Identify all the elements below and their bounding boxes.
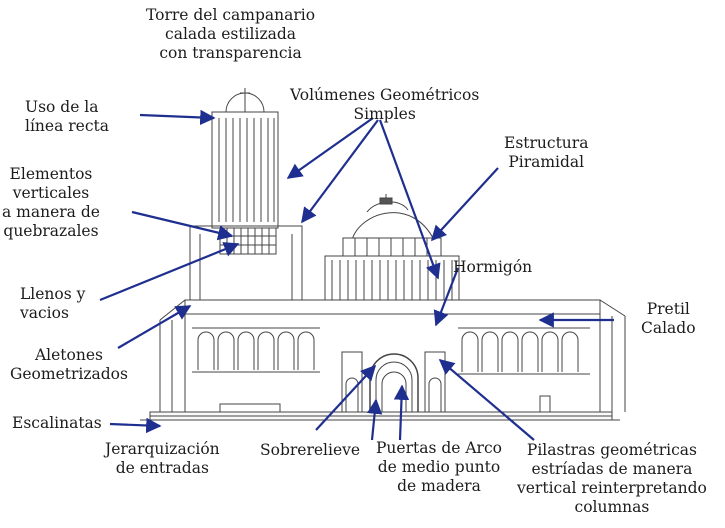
tower-vertical-lines [218,118,275,222]
label-aletones: Aletones Geometrizados [10,346,128,383]
label-jerarquizacion: Jerarquización de entradas [105,440,220,477]
label-sobrerelieve: Sobrerelieve [260,441,361,459]
right-arcade [458,327,590,375]
main-arch-door [369,353,419,412]
label-hormigon: Hormigón [453,258,533,276]
label-linea-recta: Uso de la línea recta [25,98,109,135]
label-elementos: Elementos verticales a manera de quebraz… [2,165,100,240]
label-escalinatas: Escalinatas [12,414,102,432]
dome-columns [354,238,428,256]
left-arcade [192,327,320,373]
label-estructura: Estructura Piramidal [504,134,589,171]
label-torre: Torre del campanario calada estilizada c… [146,6,316,62]
building-outline [140,88,626,421]
annotation-arrows [99,109,614,441]
label-pilastras: Pilastras geométricas estríadas de maner… [517,441,707,516]
label-volumenes: Volúmenes Geométricos Simples [290,86,480,123]
label-puertas: Puertas de Arco de medio punto de madera [376,439,502,495]
drum-lines [331,260,453,300]
label-pretil: Pretil Calado [641,300,696,337]
label-llenos: Llenos y vacios [20,285,86,322]
